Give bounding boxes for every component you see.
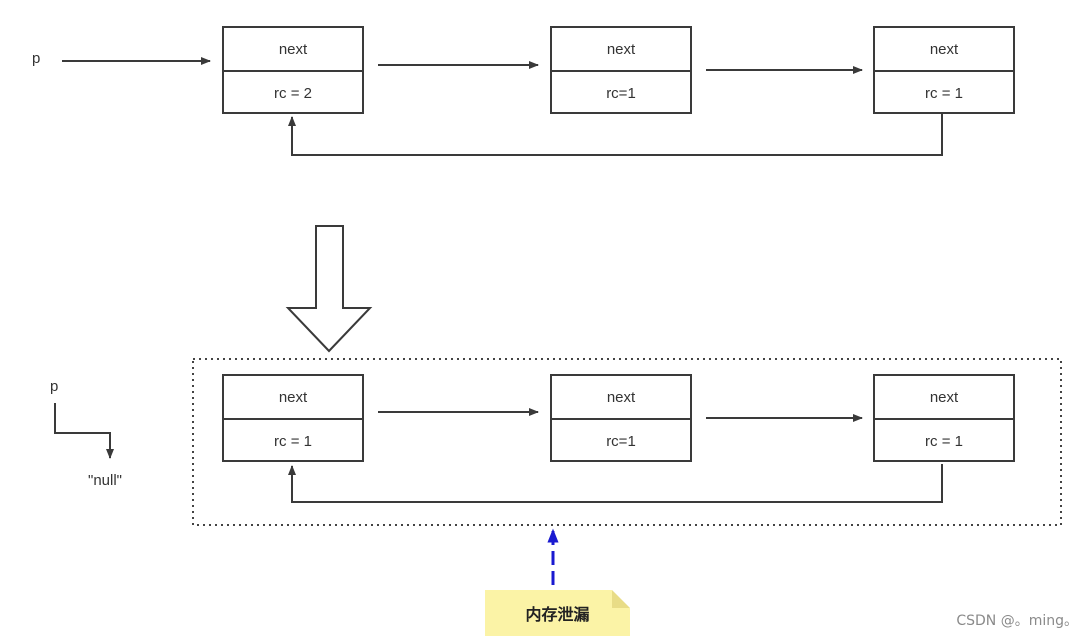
node-top-1: next rc = 2 <box>222 26 364 114</box>
pointer-label-top: p <box>32 50 41 67</box>
node-rc-field: rc = 1 <box>925 433 963 450</box>
node-rc-field: rc=1 <box>606 85 636 102</box>
transition-arrow <box>285 225 373 353</box>
node-rc-field: rc = 2 <box>274 85 312 102</box>
node-top-2: next rc=1 <box>550 26 692 114</box>
leak-boundary <box>192 358 1062 526</box>
pointer-label-bottom: p <box>50 378 59 395</box>
node-next-field: next <box>224 376 362 420</box>
cycle-arrow-bottom <box>288 464 943 503</box>
node-next-field: next <box>875 376 1013 420</box>
watermark: CSDN @。ming。 <box>956 613 1078 629</box>
node-next-field: next <box>552 376 690 420</box>
node-rc-field: rc = 1 <box>925 85 963 102</box>
node-bottom-1: next rc = 1 <box>222 374 364 462</box>
note-fold-corner <box>612 590 630 608</box>
node-bottom-3: next rc = 1 <box>873 374 1015 462</box>
null-label: "null" <box>88 472 122 489</box>
node-next-field: next <box>224 28 362 72</box>
memory-leak-note: 内存泄漏 <box>485 590 630 636</box>
node-rc-field: rc=1 <box>606 433 636 450</box>
memory-leak-note-text: 内存泄漏 <box>525 605 590 624</box>
node-next-field: next <box>875 28 1013 72</box>
node-top-3: next rc = 1 <box>873 26 1015 114</box>
node-rc-field: rc = 1 <box>274 433 312 450</box>
null-pointer-arrow <box>54 403 114 459</box>
cycle-arrow-top <box>288 114 943 156</box>
node-next-field: next <box>552 28 690 72</box>
node-bottom-2: next rc=1 <box>550 374 692 462</box>
